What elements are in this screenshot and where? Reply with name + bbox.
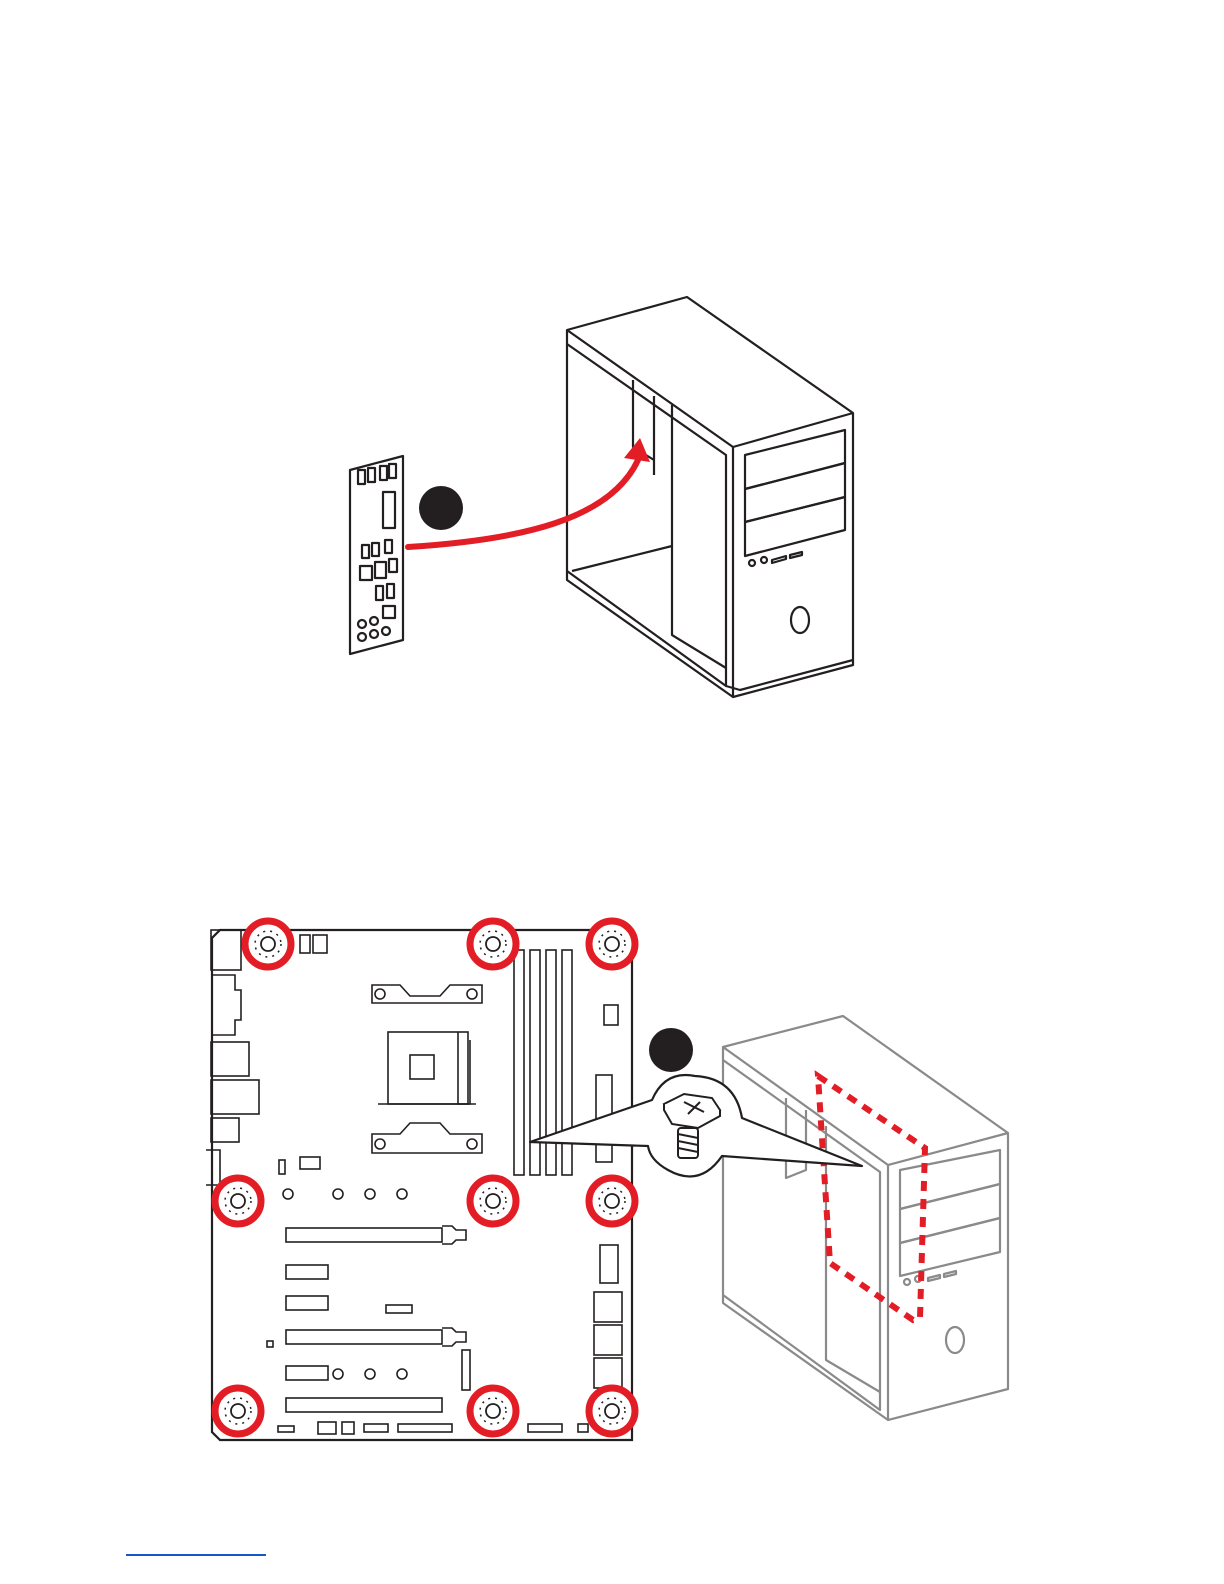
mounting-hole-icon — [589, 1388, 635, 1434]
motherboard-diagram — [0, 760, 1224, 1480]
io-shield-installation-figure — [0, 0, 1224, 760]
io-shield-plate — [350, 456, 403, 654]
mounting-hole-icon — [589, 921, 635, 967]
mounting-hole-icon — [589, 1178, 635, 1224]
mounting-hole-icon — [245, 921, 291, 967]
motherboard-illustration — [206, 930, 632, 1440]
screw-callout — [530, 1075, 862, 1176]
mounting-hole-icon — [215, 1388, 261, 1434]
step-2-marker — [649, 1028, 693, 1072]
mounting-hole-icon — [470, 1178, 516, 1224]
motherboard-installation-figure — [0, 760, 1224, 1480]
footer-rule — [126, 1554, 266, 1556]
io-shield-diagram — [0, 0, 1224, 760]
step-1-marker — [419, 486, 463, 530]
mounting-hole-icon — [470, 921, 516, 967]
mounting-hole-icon — [470, 1388, 516, 1434]
pc-case-gray-illustration — [723, 1016, 1008, 1420]
mounting-hole-icon — [215, 1178, 261, 1224]
